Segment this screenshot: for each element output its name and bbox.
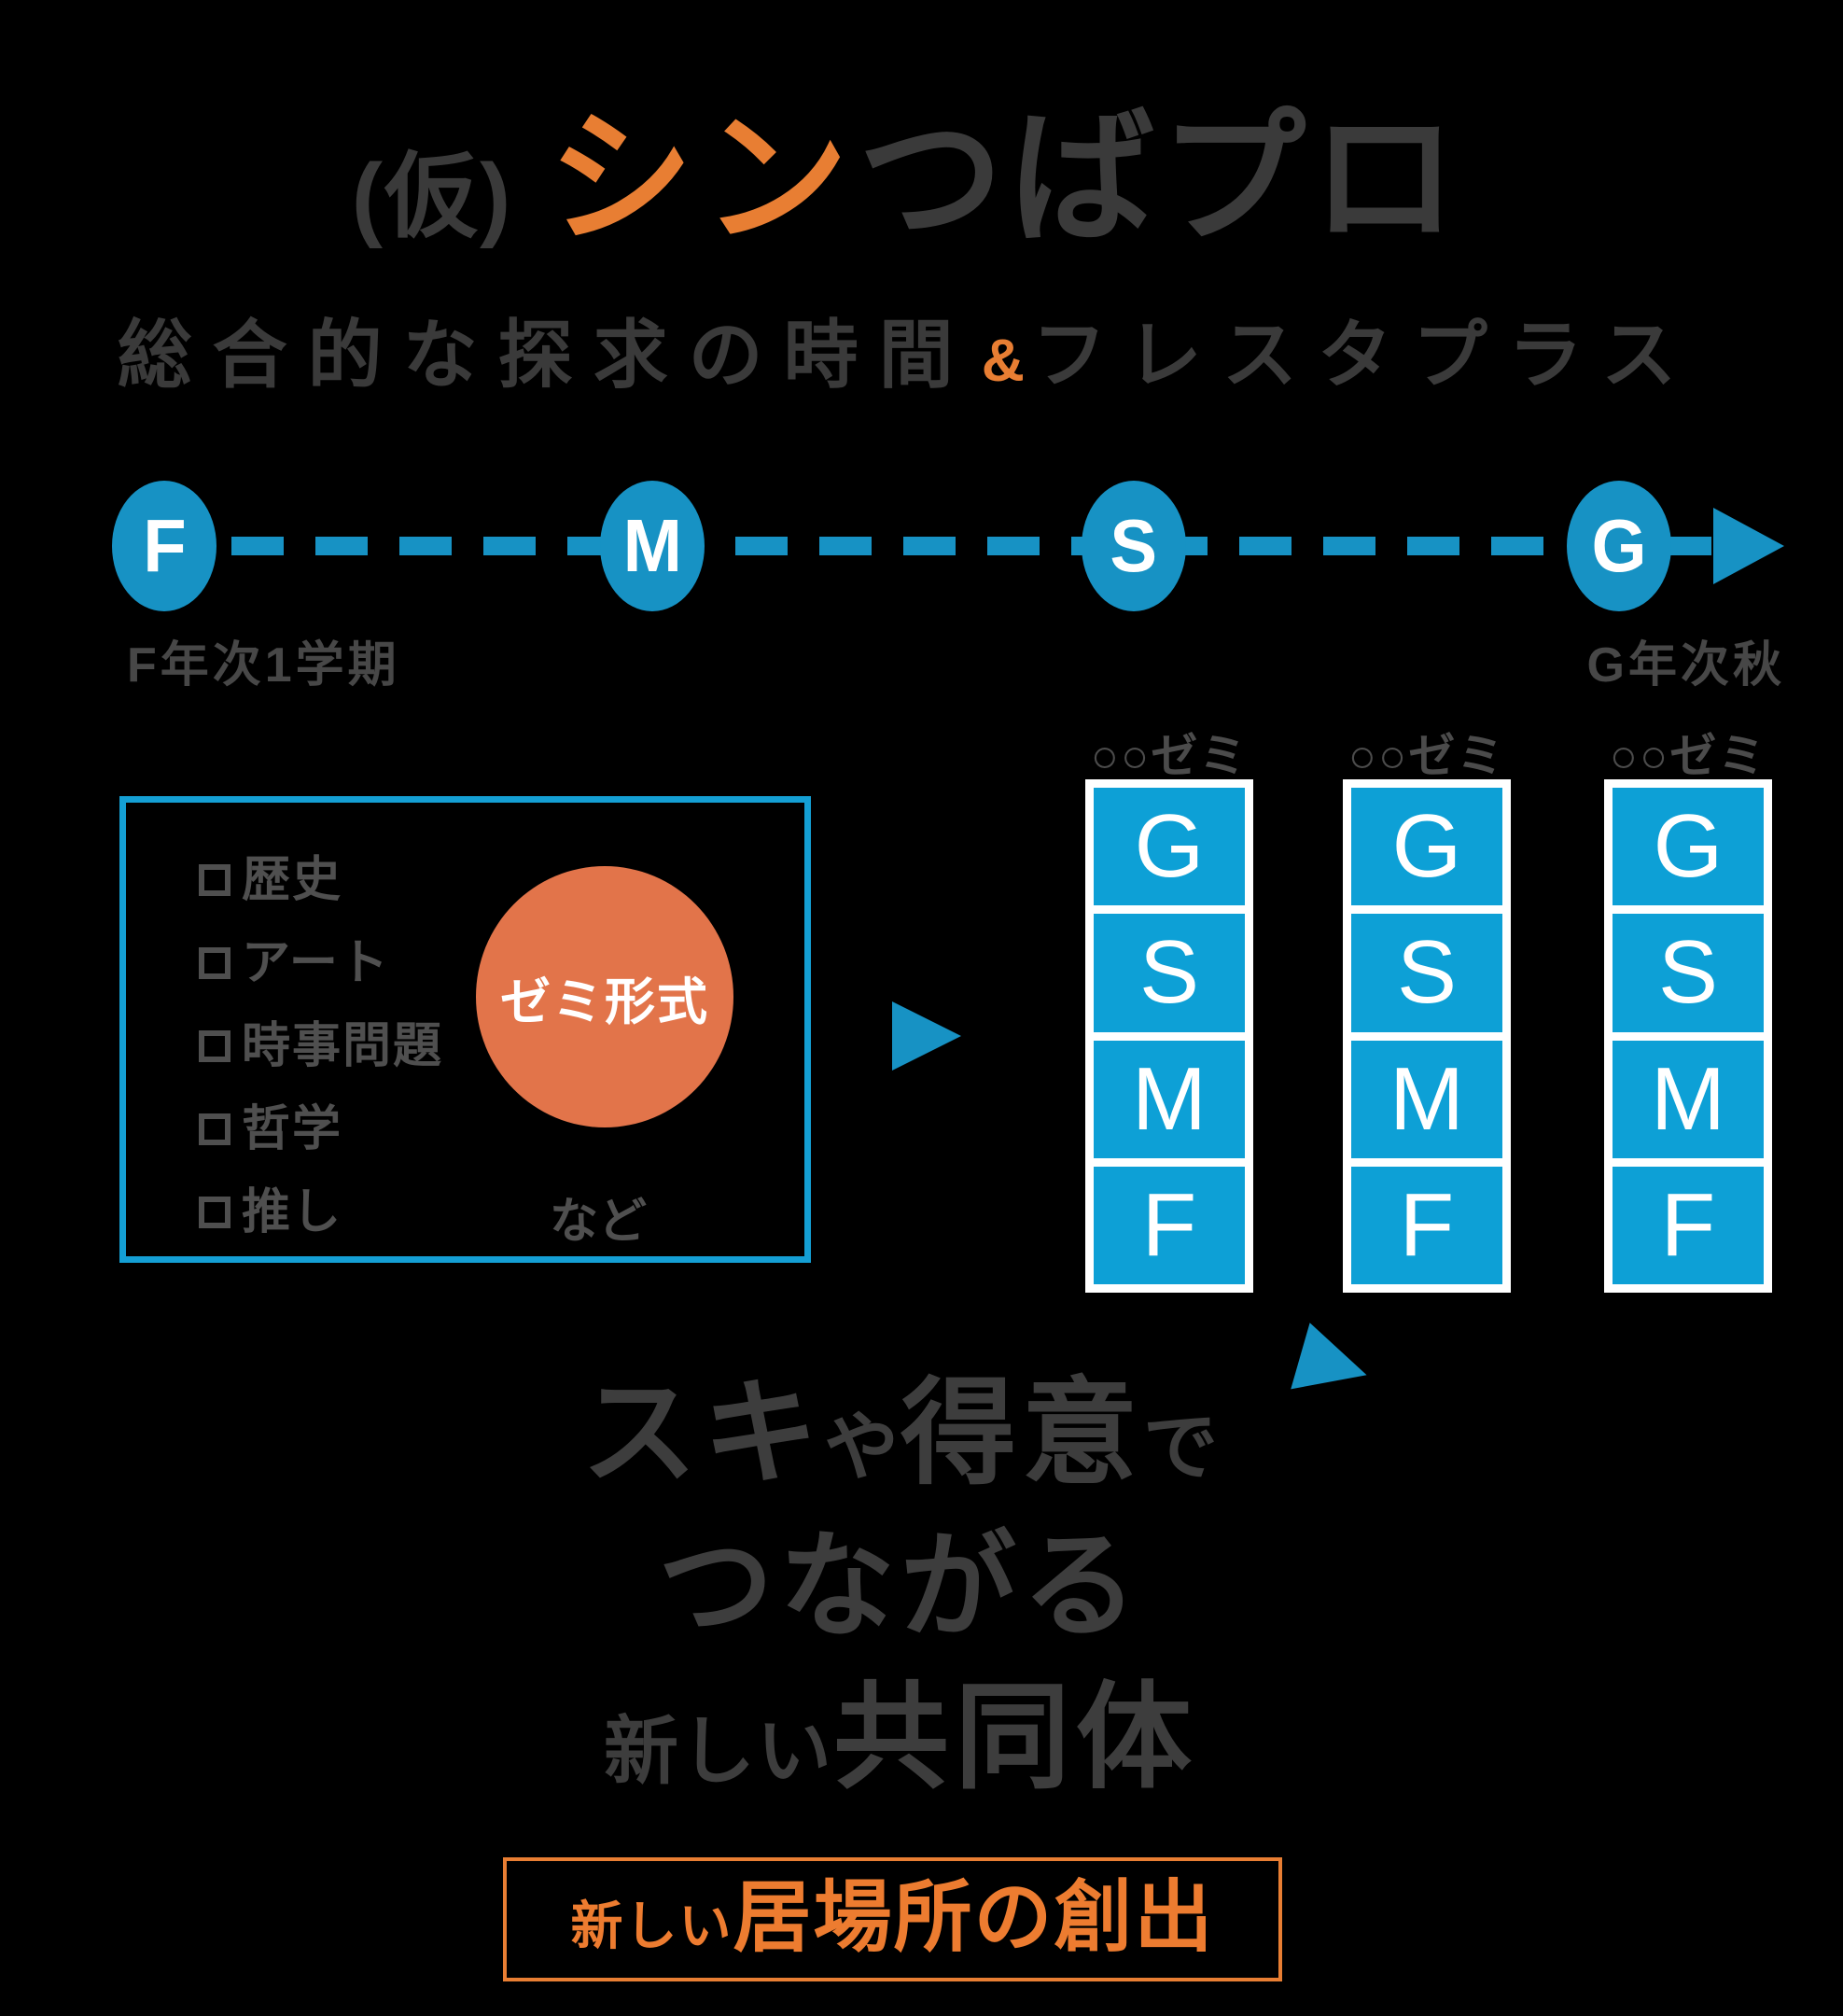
timeline-node-g-label: G	[1591, 504, 1647, 587]
seminar-format-label: ゼミ形式	[500, 973, 709, 1030]
checkbox-icon	[199, 947, 230, 979]
topic-label: 歴史	[242, 853, 343, 907]
message-word: や	[824, 1406, 901, 1489]
seminar-cell-g: G	[1351, 788, 1502, 906]
message-line-1: スキや得意で	[0, 1370, 1801, 1497]
message-word: 得意	[901, 1369, 1144, 1498]
seminar-cell-s: S	[1613, 914, 1764, 1032]
checkbox-icon	[199, 1113, 230, 1145]
timeline-node-s-label: S	[1110, 504, 1158, 587]
title-prefix: (仮)	[351, 145, 513, 249]
seminar-header-3: ○○ゼミ	[1609, 730, 1767, 782]
list-item: アート	[199, 938, 443, 988]
seminar-cell-m: M	[1094, 1040, 1245, 1158]
seminar-cell-f: F	[1613, 1166, 1764, 1284]
subtitle-ampersand: &	[981, 327, 1025, 394]
list-item: 哲学	[199, 1104, 443, 1155]
timeline-node-g: G	[1567, 481, 1671, 611]
message-word: で	[1143, 1406, 1221, 1489]
timeline-node-f-label: F	[142, 504, 187, 587]
message-line-2: つながる	[0, 1523, 1801, 1650]
seminar-cell-s: S	[1094, 914, 1245, 1032]
timeline-dashed-line	[147, 537, 1723, 555]
topic-label: 哲学	[242, 1102, 343, 1156]
footer-box: 新しい居場所の創出	[503, 1857, 1282, 1981]
message-word: スキ	[580, 1369, 824, 1498]
timeline-node-s: S	[1082, 481, 1186, 611]
footer-big-text: 居場所の創出	[733, 1873, 1215, 1961]
footer-small-text: 新しい	[570, 1897, 733, 1955]
seminar-cell-f: F	[1351, 1166, 1502, 1284]
topic-label: 推し	[242, 1185, 343, 1239]
timeline-node-f: F	[112, 481, 216, 611]
topics-list: 歴史 アート 時事問題 哲学 推し	[199, 855, 443, 1238]
topic-label: 時事問題	[242, 1019, 444, 1073]
list-item: 時事問題	[199, 1021, 443, 1071]
title-highlight: シン	[548, 98, 859, 260]
title-rest: つばプロ	[858, 98, 1463, 260]
message-word: つながる	[657, 1522, 1143, 1651]
timeline-arrowhead-icon	[1713, 508, 1784, 584]
seminar-header-2: ○○ゼミ	[1347, 730, 1506, 782]
subtitle-left: 総合的な探求の時間	[117, 314, 974, 397]
message-word: 新しい	[603, 1710, 833, 1793]
seminar-column-2: G S M F	[1343, 779, 1511, 1293]
subtitle-right: フレスタプラス	[1031, 314, 1697, 397]
seminar-cell-g: G	[1613, 788, 1764, 906]
list-item: 歴史	[199, 855, 443, 905]
timeline-node-m-label: M	[622, 504, 682, 587]
arrow-right-icon	[892, 1001, 961, 1071]
seminar-header-1: ○○ゼミ	[1090, 730, 1249, 782]
message-word: 共同体	[832, 1673, 1197, 1802]
seminar-cell-g: G	[1094, 788, 1245, 906]
page-title: (仮) シンつばプロ	[0, 60, 1814, 271]
checkbox-icon	[199, 864, 230, 896]
message-line-3: 新しい共同体	[0, 1674, 1801, 1801]
list-item: 推し	[199, 1187, 443, 1238]
seminar-cell-s: S	[1351, 914, 1502, 1032]
topics-box: 歴史 アート 時事問題 哲学 推し ゼミ形式 など	[119, 796, 811, 1263]
seminar-column-3: G S M F	[1604, 779, 1772, 1293]
timeline-node-m: M	[600, 481, 705, 611]
checkbox-icon	[199, 1030, 230, 1062]
seminar-cell-m: M	[1613, 1040, 1764, 1158]
seminar-format-bubble: ゼミ形式	[476, 866, 733, 1127]
etc-label: など	[549, 1195, 647, 1249]
seminar-cell-m: M	[1351, 1040, 1502, 1158]
subtitle: 総合的な探求の時間&フレスタプラス	[0, 295, 1814, 403]
timeline-end-label: G年次秋	[1586, 638, 1785, 693]
seminar-column-1: G S M F	[1085, 779, 1253, 1293]
topic-label: アート	[242, 936, 390, 990]
checkbox-icon	[199, 1197, 230, 1228]
timeline-start-label: F年次1学期	[127, 638, 400, 693]
seminar-cell-f: F	[1094, 1166, 1245, 1284]
